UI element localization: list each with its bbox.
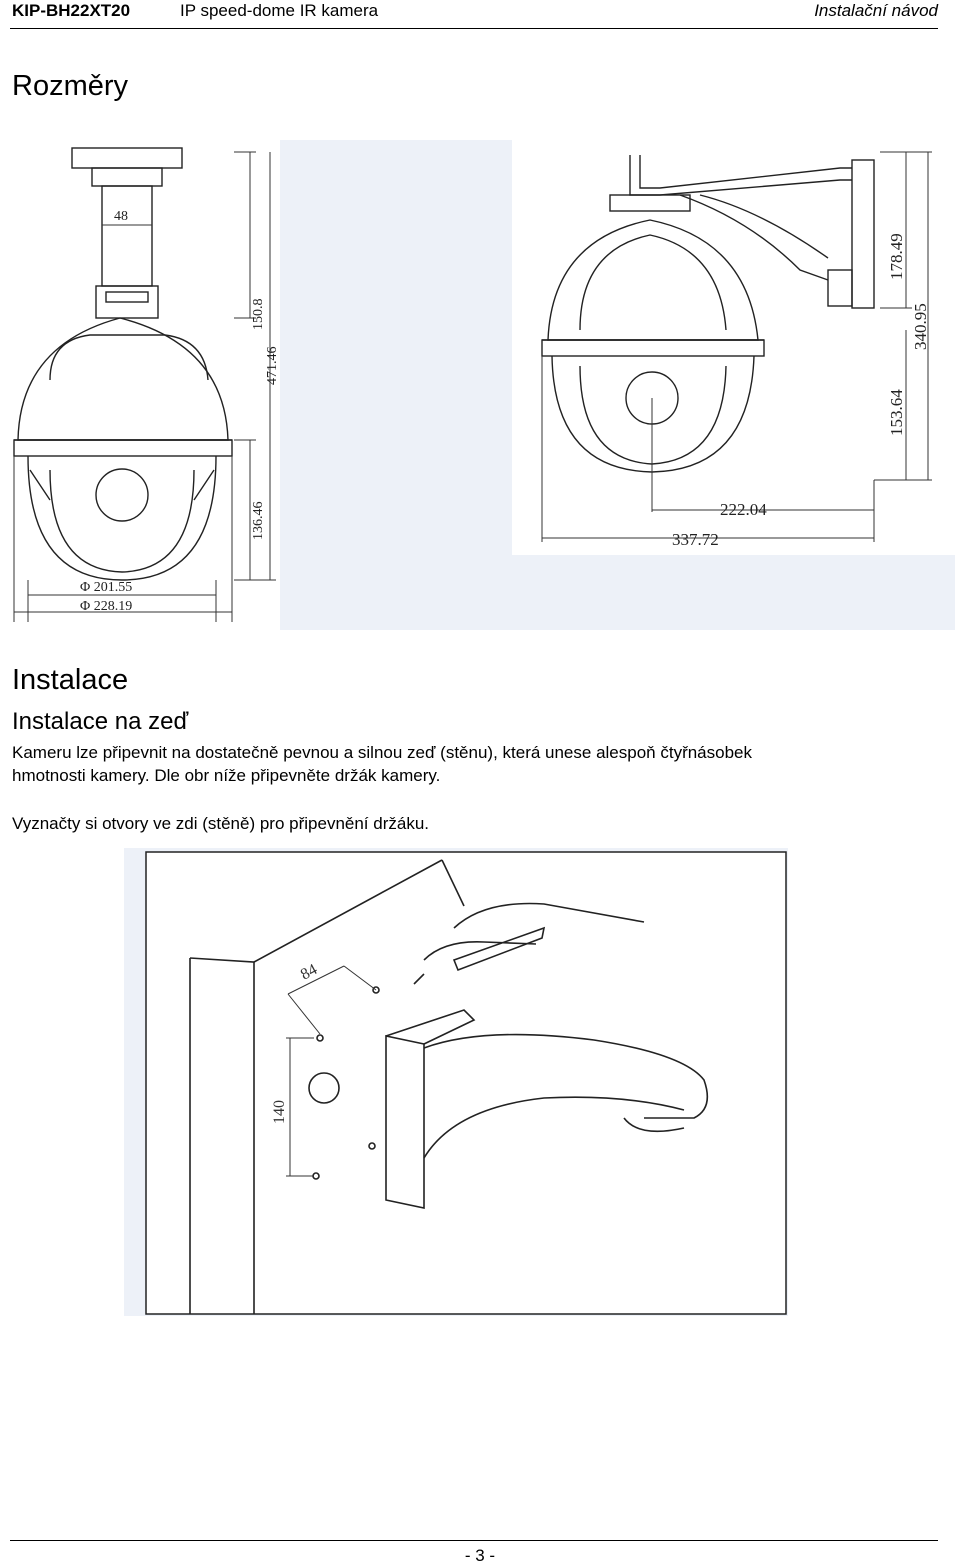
page-number: - 3 - xyxy=(464,1546,496,1565)
dim-dia-201: Φ 201.55 xyxy=(80,580,132,595)
dim-340-95: 340.95 xyxy=(911,303,930,350)
dim-178-49: 178.49 xyxy=(887,233,906,280)
header-product: IP speed-dome IR kamera xyxy=(180,1,379,20)
dim-84: 84 xyxy=(298,961,320,984)
dimensions-heading: Rozměry xyxy=(12,70,129,102)
dim-136-46: 136.46 xyxy=(251,502,266,541)
dim-153-64: 153.64 xyxy=(887,389,906,436)
install-paragraph-1-line-2: hmotnosti kamery. Dle obr níže připevnět… xyxy=(12,766,441,785)
page-header: KIP-BH22XT20 IP speed-dome IR kamera Ins… xyxy=(10,0,938,29)
header-doc-title: Instalační návod xyxy=(814,1,938,20)
install-heading: Instalace xyxy=(12,664,129,696)
footer-rule xyxy=(10,1540,938,1541)
install-subheading: Instalace na zeď xyxy=(12,708,189,735)
dim-150-8: 150.8 xyxy=(251,299,266,331)
front-view-drawing: 48 150.8 471.46 136.46 Φ 201.55 Φ 228.19 xyxy=(13,147,280,622)
dim-471-46: 471.46 xyxy=(265,347,280,386)
dim-dia-228: Φ 228.19 xyxy=(80,599,132,614)
dim-222-04: 222.04 xyxy=(720,500,767,519)
dim-48: 48 xyxy=(114,209,128,224)
wall-mount-figure: 84 140 xyxy=(124,848,788,1316)
install-paragraph-2: Vyznačty si otvory ve zdi (stěně) pro př… xyxy=(12,814,429,833)
header-model: KIP-BH22XT20 xyxy=(12,1,131,20)
dim-337-72: 337.72 xyxy=(672,530,719,549)
install-paragraph-1-line-1: Kameru lze připevnit na dostatečně pevno… xyxy=(12,743,752,762)
dim-140: 140 xyxy=(271,1100,288,1124)
side-view-drawing: 178.49 340.95 153.64 222.04 337.72 xyxy=(280,140,955,630)
install-paragraph-1: Kameru lze připevnit na dostatečně pevno… xyxy=(12,741,912,787)
